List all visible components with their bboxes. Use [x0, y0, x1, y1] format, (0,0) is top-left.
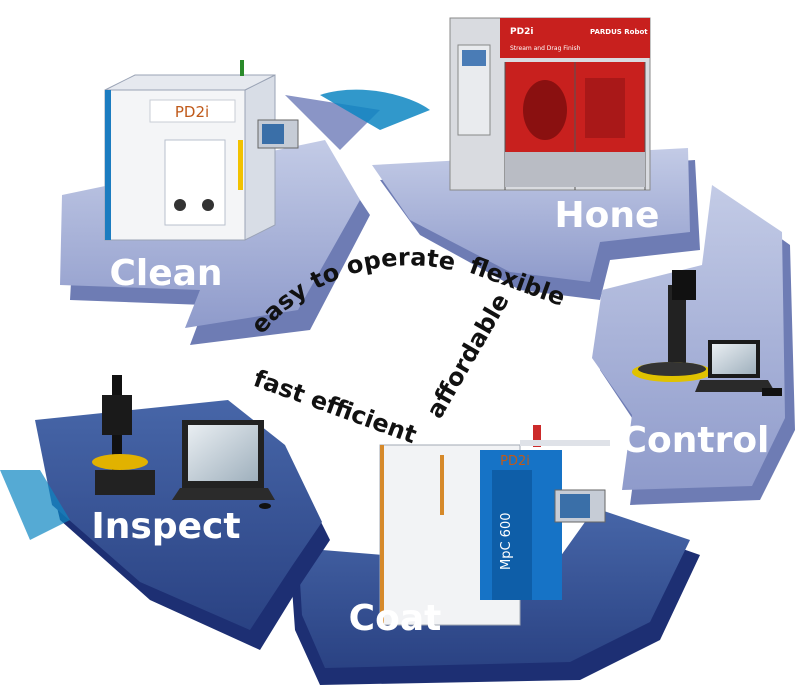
stage-label-coat: Coat — [349, 598, 442, 639]
coat-machine-label: MpC 600 — [499, 513, 514, 571]
word-affordable: affordable — [421, 289, 515, 423]
hone-header-right: PARDUS Robot — [590, 28, 648, 36]
clean-logo-text: PD2i — [175, 103, 209, 121]
stage-label-control: Control — [621, 420, 770, 461]
hone-machine-image: PD2i PARDUS Robot Stream and Drag Finish — [449, 17, 651, 191]
control-arrow — [592, 185, 795, 505]
word-fast-efficient: fast efficient — [250, 364, 420, 449]
hone-subheader: Stream and Drag Finish — [510, 45, 581, 52]
inspect-station-image — [92, 375, 275, 509]
clean-machine-image: PD2i — [104, 60, 299, 241]
stage-label-clean: Clean — [109, 253, 222, 294]
coat-logo-text: PD2i — [500, 454, 530, 469]
control-machine-image — [632, 270, 782, 396]
stage-label-hone: Hone — [555, 195, 660, 236]
coat-machine-image: PD2i MpC 600 — [379, 425, 610, 626]
hone-header-left: PD2i — [510, 27, 533, 37]
stage-label-inspect: Inspect — [91, 506, 240, 547]
